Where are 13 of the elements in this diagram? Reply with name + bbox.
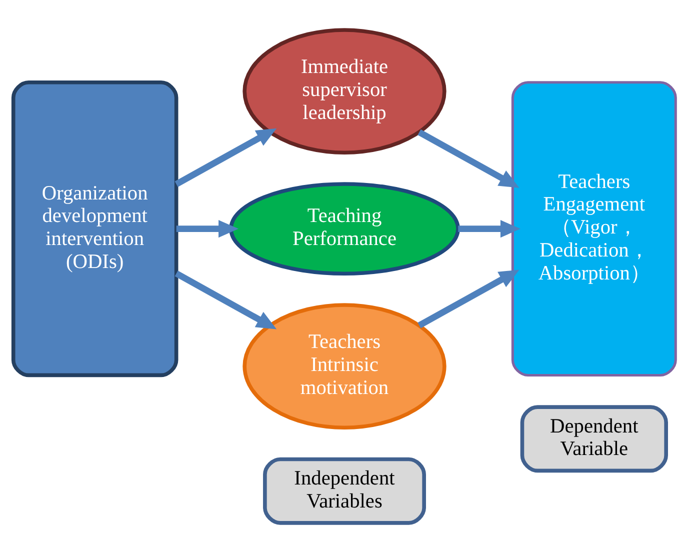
node-ellipse: Immediate supervisor leadership — [242, 28, 446, 154]
node-box: Dependent Variable — [520, 404, 668, 472]
arrow — [418, 269, 520, 328]
arrow — [458, 220, 520, 238]
node-ellipse: Teachers Intrinsic motivation — [242, 302, 446, 430]
node-box: Independent Variables — [263, 456, 426, 524]
arrow — [176, 220, 239, 238]
arrow — [174, 128, 277, 186]
node-box: Teachers Engagement （Vigor， Dedication， Absorption） — [511, 80, 677, 376]
arrow — [174, 270, 277, 329]
arrow — [418, 128, 520, 188]
node-ellipse: Teaching Performance — [229, 182, 460, 276]
node-box: Organization development intervention (ODIs) — [11, 80, 178, 377]
